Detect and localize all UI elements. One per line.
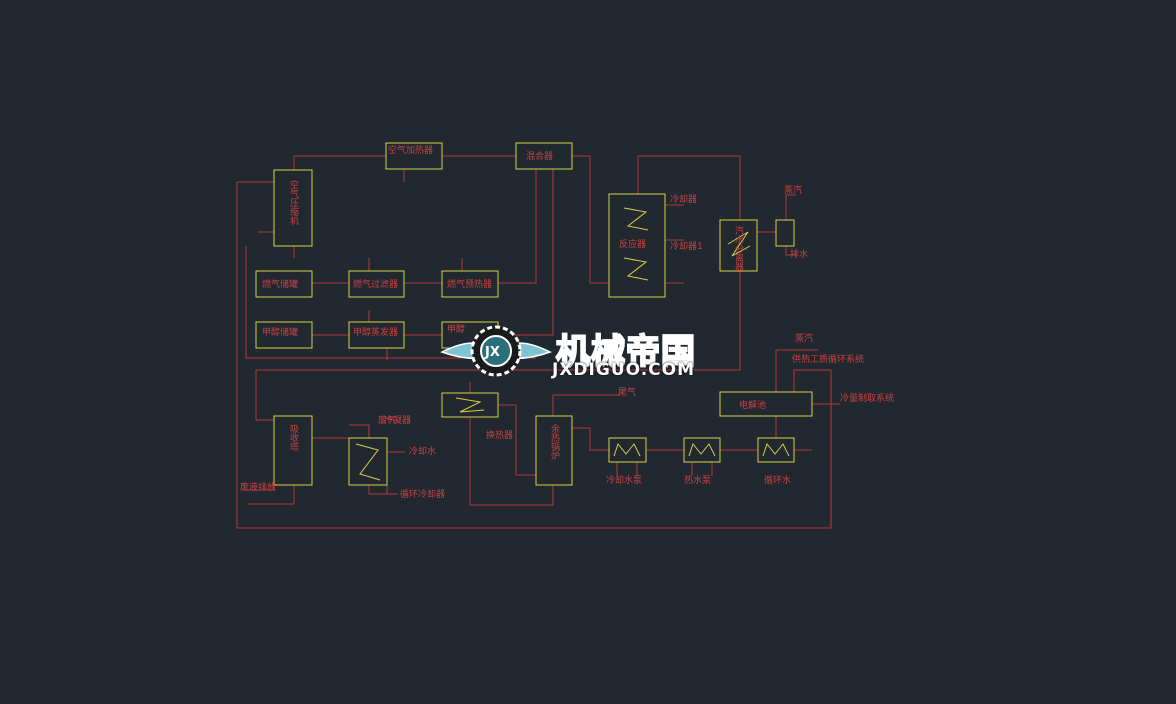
- cooling2-label: 冷却器1: [670, 240, 703, 252]
- alcohol-tank-label: 甲醇储罐: [262, 326, 298, 338]
- exhaust-label: 废气: [378, 414, 396, 426]
- alcohol-vaporizer-box: [348, 321, 405, 349]
- waste-water-label: 废液排放: [240, 481, 276, 493]
- vertical-labels: 空气压缩机 汽水分离器 吸收塔 余热锅炉: [288, 179, 744, 461]
- condenser-label: 冷凝器: [384, 414, 411, 426]
- air-compressor-label: 空气压缩机: [288, 179, 299, 226]
- connection-lines: [236, 155, 840, 529]
- equipment-boxes: [255, 142, 813, 486]
- mixer-label: 混合器: [526, 150, 553, 162]
- pump-box-2: [683, 437, 721, 463]
- gas-tank-label: 燃气储罐: [262, 278, 298, 290]
- watermark-logo: JX 机械帝国 JXDIGUO.COM: [440, 318, 740, 384]
- small-valve-box: [775, 219, 795, 247]
- absorber-label: 吸收塔: [288, 424, 299, 452]
- mixer-box: [515, 142, 573, 170]
- air-compressor-box: [273, 169, 313, 247]
- reactor-box: [608, 193, 666, 298]
- waste-heat-boiler-box: [535, 415, 573, 486]
- alcohol-reactor-label: 甲醇: [447, 323, 465, 335]
- heat-exchanger-label: 换热器: [486, 429, 513, 441]
- condenser-box: [348, 437, 388, 486]
- alcohol-vaporizer-label: 甲醇蒸发器: [353, 326, 398, 338]
- steam-out-label: 蒸汽: [795, 332, 813, 344]
- heat-exchanger-box: [441, 392, 499, 418]
- steam-top-label: 蒸汽: [784, 184, 802, 196]
- gas-tank-box: [255, 270, 313, 298]
- electrolysis-box: [719, 391, 813, 417]
- gear-wings-icon: JX: [440, 325, 552, 377]
- stream-labels: 冷却器 冷却器1 蒸汽 排水 尾气 换热器 废气 冷却水 循环冷却器 废液排放 …: [240, 184, 894, 500]
- gas-filter-box: [348, 270, 405, 298]
- pump-box-3: [757, 437, 795, 463]
- cold-water-pump-label: 冷却水泵: [606, 474, 642, 486]
- air-heater-box: [385, 142, 443, 170]
- waste-heat-boiler-label: 余热锅炉: [549, 423, 560, 461]
- logo-chinese-text: 机械帝国: [555, 331, 696, 373]
- tail-gas-label: 尾气: [618, 386, 636, 398]
- electrolysis-label: 电解池: [739, 399, 766, 411]
- exchanger-symbols: [355, 207, 790, 481]
- cooling1-label: 冷却器: [670, 193, 697, 205]
- feed-water-label: 供热工质循环系统: [792, 353, 864, 365]
- reactor-label: 反应器: [619, 238, 646, 250]
- svg-text:JX: JX: [484, 345, 500, 360]
- logo-english-text: JXDIGUO.COM: [552, 360, 696, 380]
- circulating-label: 循环水: [764, 474, 791, 486]
- absorber-box: [273, 415, 313, 486]
- gas-preheater-box: [441, 270, 499, 298]
- box-labels: 空气加热器 混合器 燃气储罐 燃气过滤器 燃气预热器 甲醇储罐 甲醇蒸发器 甲醇…: [262, 144, 766, 426]
- alcohol-tank-box: [255, 321, 313, 349]
- water-out-label: 排水: [790, 248, 808, 260]
- pump-box-1: [608, 437, 647, 463]
- gas-filter-label: 燃气过滤器: [353, 278, 398, 290]
- water-separator-label: 汽水分离器: [733, 225, 744, 271]
- air-heater-label: 空气加热器: [388, 144, 433, 156]
- water-separator-box: [719, 219, 758, 272]
- hot-pump-label: 热水泵: [684, 474, 711, 486]
- product-out-label: 冷量制取系统: [840, 392, 894, 404]
- cycle-cooler-label: 循环冷却器: [400, 488, 445, 500]
- cooling-water-label: 冷却水: [409, 445, 436, 457]
- gas-preheater-label: 燃气预热器: [447, 278, 492, 290]
